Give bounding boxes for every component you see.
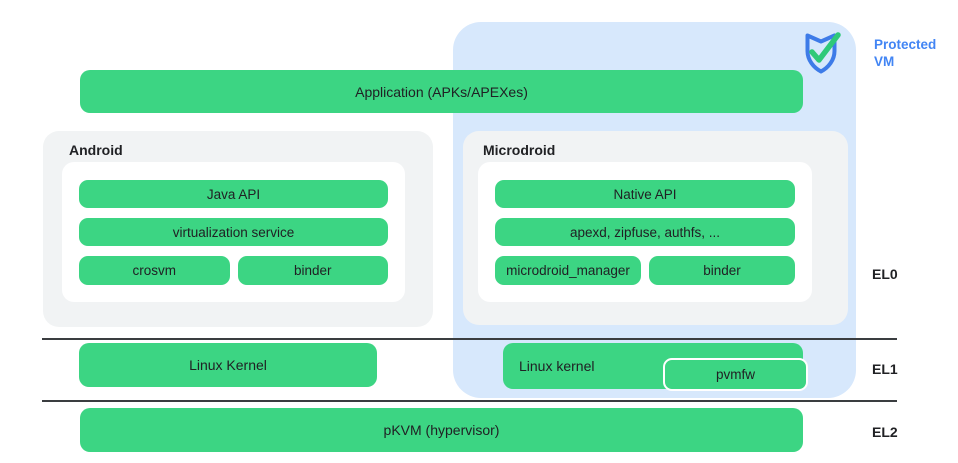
microdroid-binder-bar: binder [649,256,795,285]
microdroid-inner-box: Native API apexd, zipfuse, authfs, ... m… [478,162,812,302]
pkvm-hypervisor-bar: pKVM (hypervisor) [80,408,803,452]
android-linux-kernel-bar: Linux Kernel [79,343,377,387]
android-linux-kernel-label: Linux Kernel [189,357,267,373]
el0-label: EL0 [872,266,898,282]
android-binder-label: binder [293,263,332,278]
microdroid-manager-label: microdroid_manager [506,263,630,278]
pvmfw-bar: pvmfw [663,358,808,391]
el1-label: EL1 [872,361,898,377]
android-panel-title: Android [69,142,123,158]
pkvm-hypervisor-label: pKVM (hypervisor) [383,422,500,438]
microdroid-panel-title: Microdroid [483,142,556,158]
microdroid-split-row: microdroid_manager binder [495,256,795,285]
microdroid-linux-kernel-label: Linux kernel [519,358,595,374]
crosvm-label: crosvm [132,263,177,278]
android-inner-box: Java API virtualization service crosvm b… [62,162,405,302]
virtualization-service-bar: virtualization service [79,218,388,246]
java-api-bar: Java API [79,180,388,208]
java-api-label: Java API [206,186,261,202]
el1-el2-divider [42,400,897,402]
shield-check-icon [801,26,841,76]
application-bar-label: Application (APKs/APEXes) [355,83,528,100]
apexd-zipfuse-authfs-bar: apexd, zipfuse, authfs, ... [495,218,795,246]
pvmfw-label: pvmfw [715,367,755,382]
microdroid-panel: Microdroid Native API apexd, zipfuse, au… [463,131,848,325]
el0-el1-divider [42,338,897,340]
native-api-label: Native API [613,186,677,202]
microdroid-manager-bar: microdroid_manager [495,256,641,285]
apexd-zipfuse-authfs-label: apexd, zipfuse, authfs, ... [569,224,721,240]
protected-vm-label: Protected VM [874,37,937,69]
android-split-row: crosvm binder [79,256,388,285]
android-binder-bar: binder [237,256,388,285]
microdroid-binder-label: binder [703,263,741,278]
application-bar: Application (APKs/APEXes) [80,70,803,113]
native-api-bar: Native API [495,180,795,208]
android-panel: Android Java API virtualization service … [43,131,433,327]
virtualization-service-label: virtualization service [172,224,295,240]
crosvm-bar: crosvm [79,256,230,285]
el2-label: EL2 [872,424,898,440]
